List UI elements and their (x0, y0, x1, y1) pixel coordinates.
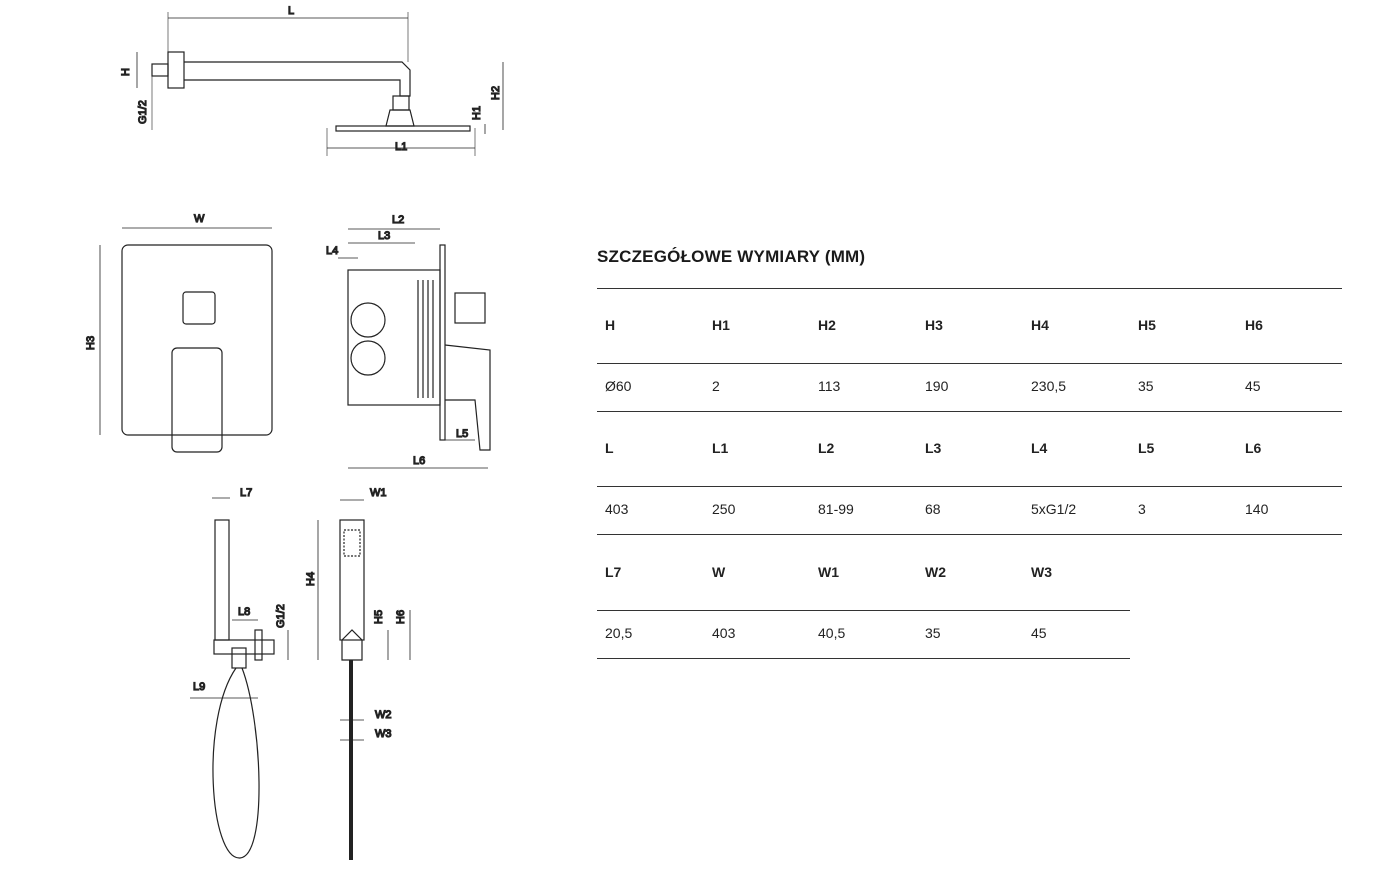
table-value-cell: 68 (925, 501, 941, 517)
table-divider (597, 610, 1130, 611)
label-W1: W1 (370, 487, 387, 499)
label-G12: G1/2 (137, 100, 149, 124)
table-value-cell: 35 (1138, 378, 1154, 394)
hand-shower-side-drawing: L7 L8 L9 G1/2 (190, 486, 289, 859)
table-divider (597, 363, 1342, 364)
table-divider (597, 411, 1342, 412)
table-divider (597, 658, 1130, 659)
label-L6: L6 (413, 455, 425, 467)
label-L7: L7 (240, 487, 252, 499)
table-header-cell: H1 (712, 317, 730, 333)
table-header-cell: H6 (1245, 317, 1263, 333)
table-value-cell: 2 (712, 378, 720, 394)
shower-arm-drawing: L H G1/2 H1 H2 L1 (119, 4, 504, 156)
table-value-cell: 190 (925, 378, 949, 394)
table-value-cell: 3 (1138, 501, 1146, 517)
hand-shower-front-drawing: W1 H4 H5 H6 W2 W3 (304, 486, 411, 860)
table-value-cell: 140 (1245, 501, 1269, 517)
table-header-cell: L (605, 440, 614, 456)
table-header-cell: L4 (1031, 440, 1048, 456)
table-value-cell: 35 (925, 625, 941, 641)
table-header-cell: L1 (712, 440, 729, 456)
table-value-cell: 45 (1031, 625, 1047, 641)
label-W3: W3 (375, 728, 392, 740)
table-header-cell: H4 (1031, 317, 1049, 333)
table-header-cell: H2 (818, 317, 836, 333)
table-header-cell: H5 (1138, 317, 1156, 333)
label-H3: H3 (85, 336, 97, 350)
table-value-cell: 230,5 (1031, 378, 1067, 394)
table-value-cell: 45 (1245, 378, 1261, 394)
label-L: L (288, 5, 294, 17)
table-header-cell: W2 (925, 564, 946, 580)
label-H: H (120, 68, 132, 76)
label-H1: H1 (471, 106, 483, 120)
table-divider (597, 288, 1342, 289)
table-header-cell: W3 (1031, 564, 1052, 580)
table-value-cell: 40,5 (818, 625, 846, 641)
label-L2: L2 (392, 214, 404, 226)
label-H6: H6 (395, 610, 407, 624)
table-value-cell: 403 (605, 501, 629, 517)
label-W2: W2 (375, 709, 392, 721)
label-L8: L8 (238, 606, 250, 618)
label-H5: H5 (373, 610, 385, 624)
mixer-front-drawing: W H3 (84, 212, 273, 453)
label-G12b: G1/2 (275, 604, 287, 628)
table-value-cell: 113 (818, 378, 841, 394)
table-header-cell: H (605, 317, 616, 333)
label-H2: H2 (490, 86, 502, 100)
mixer-side-drawing: L2 L3 L4 L5 L6 (325, 213, 491, 469)
table-header-cell: L6 (1245, 440, 1262, 456)
table-header-cell: W (712, 564, 726, 580)
table-header-cell: L5 (1138, 440, 1155, 456)
table-value-cell: 20,5 (605, 625, 633, 641)
label-L9: L9 (193, 681, 205, 693)
label-L1: L1 (395, 141, 407, 153)
dimensions-title: SZCZEGÓŁOWE WYMIARY (MM) (597, 247, 866, 266)
table-value-cell: Ø60 (605, 378, 632, 394)
table-header-cell: L7 (605, 564, 622, 580)
table-value-cell: 5xG1/2 (1031, 501, 1077, 517)
table-divider (597, 486, 1342, 487)
table-header-cell: W1 (818, 564, 839, 580)
table-header-cell: L3 (925, 440, 942, 456)
label-H4: H4 (305, 572, 317, 586)
table-header-cell: L2 (818, 440, 835, 456)
label-L4: L4 (326, 245, 338, 257)
label-L3: L3 (378, 230, 390, 242)
label-W: W (194, 213, 205, 225)
table-value-cell: 81-99 (818, 501, 854, 517)
technical-drawing: L H G1/2 H1 H2 L1 W H3 L2 L3 L4 L5 L6 (84, 4, 504, 860)
table-value-cell: 403 (712, 625, 736, 641)
table-header-cell: H3 (925, 317, 943, 333)
table-divider (597, 534, 1342, 535)
table-value-cell: 250 (712, 501, 736, 517)
label-L5: L5 (456, 428, 468, 440)
